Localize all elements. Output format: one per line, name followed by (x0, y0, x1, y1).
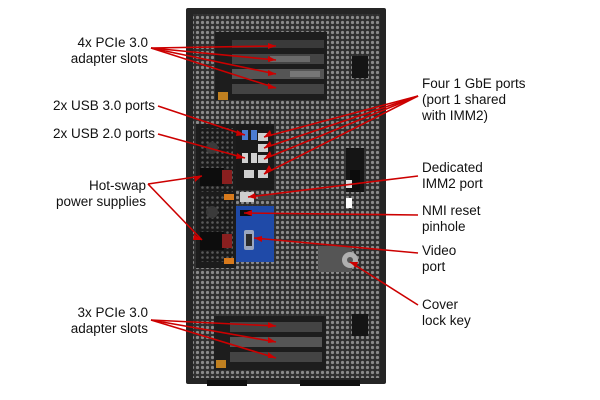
label-pcie-top: 4x PCIe 3.0 adapter slots (70, 35, 148, 66)
label-gbe-ports: Four 1 GbE ports (port 1 shared with IMM… (422, 76, 526, 123)
label-power-supplies: Hot-swap power supplies (55, 178, 146, 209)
label-video-port: Video port (422, 243, 457, 274)
pcie-slots-top (215, 32, 327, 100)
label-usb2: 2x USB 2.0 ports (52, 126, 155, 141)
label-nmi-reset: NMI reset pinhole (422, 203, 481, 234)
power-supplies (196, 124, 236, 268)
cover-lock (318, 246, 358, 272)
label-cover-lock: Cover lock key (422, 297, 471, 328)
callout-arrowheads (193, 43, 358, 358)
label-imm2-port: Dedicated IMM2 port (422, 160, 483, 191)
callout-lines (147, 45, 419, 359)
label-usb3: 2x USB 3.0 ports (52, 98, 155, 113)
label-pcie-bottom: 3x PCIe 3.0 adapter slots (70, 305, 148, 336)
io-panel (236, 124, 274, 262)
